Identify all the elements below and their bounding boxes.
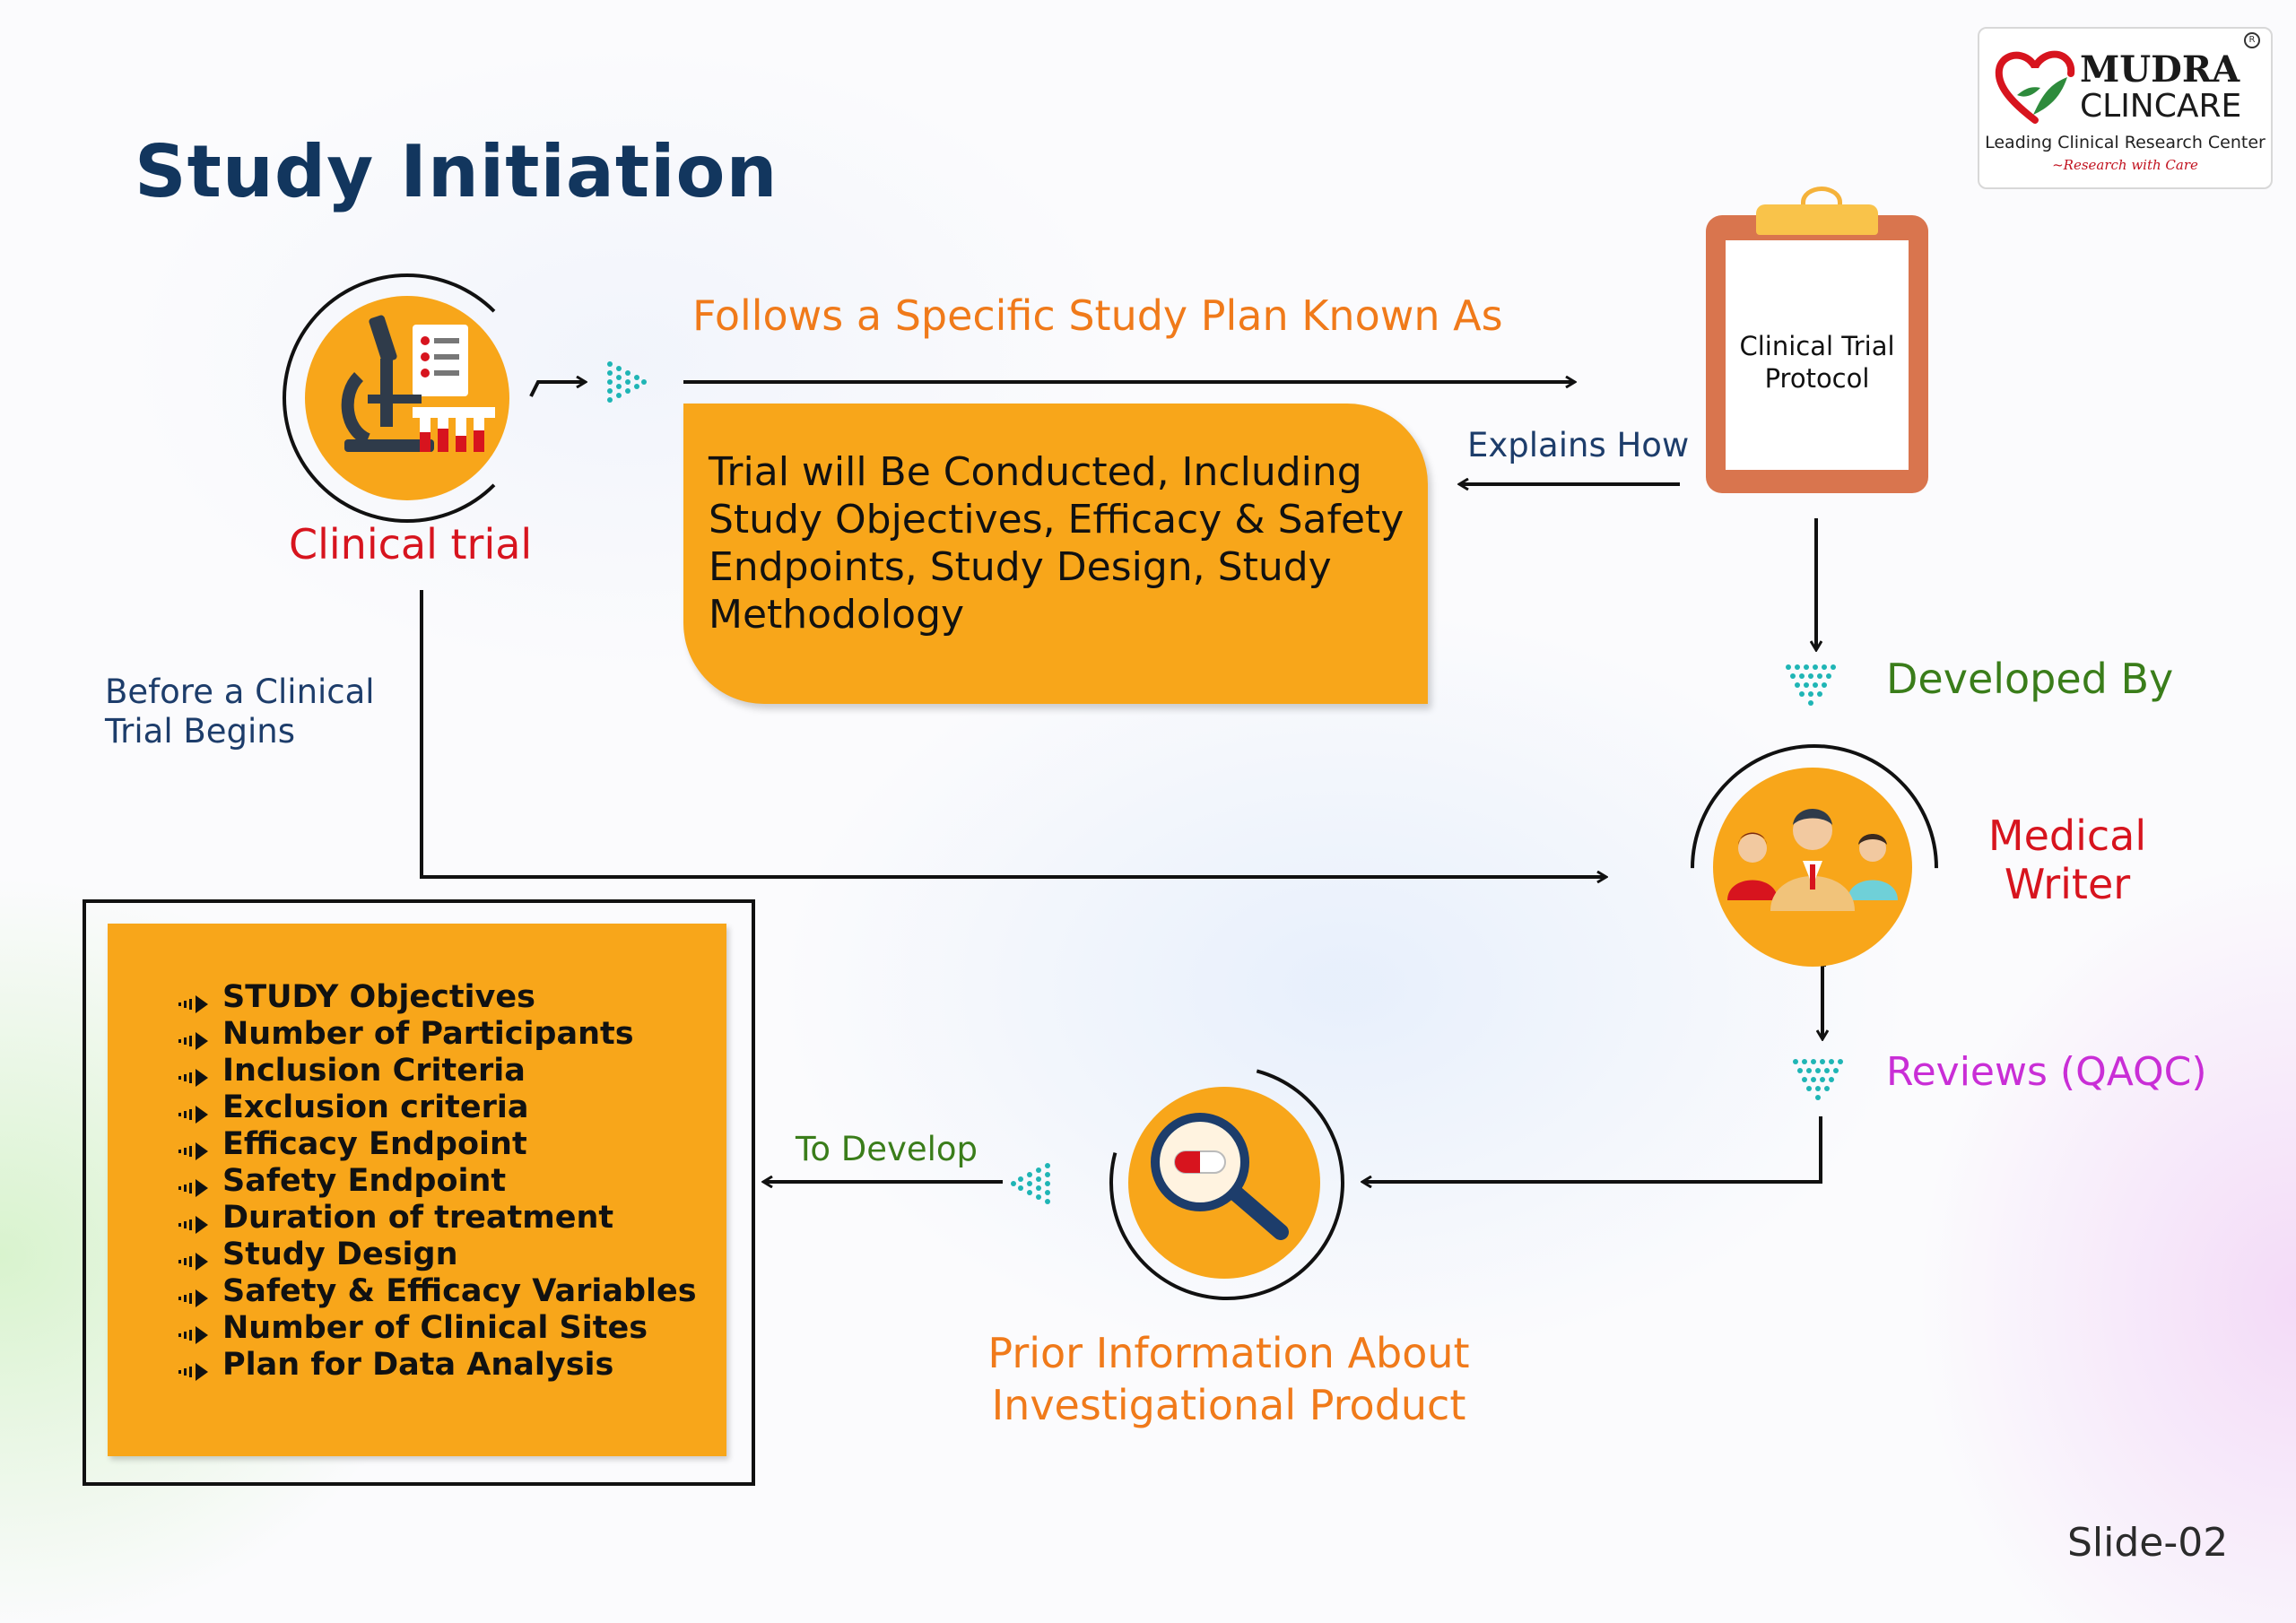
list-item-text: Exclusion criteria	[222, 1089, 529, 1125]
reviews-arrow	[1363, 1116, 1822, 1182]
clipboard-clip	[1756, 204, 1878, 235]
arrow-bullet-icon	[178, 1245, 210, 1271]
clinical-trial-ring	[283, 273, 532, 523]
list-item: Safety & Efficacy Variables	[178, 1273, 697, 1310]
clinical-trial-label: Clinical trial	[289, 520, 533, 568]
list-item: Number of Participants	[178, 1016, 697, 1053]
list-item-text: Study Design	[222, 1237, 458, 1272]
protocol-label: Clinical Trial Protocol	[1739, 331, 1895, 394]
list-item-text: STUDY Objectives	[222, 979, 535, 1015]
lab-microscope-icon	[341, 315, 495, 452]
list-item-text: Safety & Efficacy Variables	[222, 1273, 697, 1309]
trial-conduct-callout: Trial will Be Conducted, Including Study…	[683, 404, 1428, 704]
arrow-bullet-icon	[178, 1355, 210, 1381]
clipboard-paper: Clinical Trial Protocol	[1726, 240, 1909, 470]
reviews-qaqc-label: Reviews (QAQC)	[1886, 1049, 2207, 1095]
before-trial-label: Before a Clinical Trial Begins	[105, 673, 375, 751]
arrow-bullet-icon	[178, 1208, 210, 1234]
list-item: Efficacy Endpoint	[178, 1126, 697, 1163]
list-item: STUDY Objectives	[178, 979, 697, 1016]
dotted-arrow-icon	[607, 361, 647, 403]
list-item-text: Efficacy Endpoint	[222, 1126, 527, 1162]
list-item: Study Design	[178, 1237, 697, 1273]
list-item-text: Number of Participants	[222, 1016, 634, 1052]
arrow-bullet-icon	[178, 1098, 210, 1124]
slide-number: Slide-02	[2067, 1520, 2229, 1566]
logo-name: MUDRA	[2080, 48, 2240, 91]
prior-info-node	[1128, 1087, 1320, 1279]
dotted-arrow-icon	[1011, 1163, 1050, 1204]
list-item-text: Duration of treatment	[222, 1200, 614, 1236]
arrow-bullet-icon	[178, 1171, 210, 1197]
dotted-arrow-icon	[1786, 664, 1836, 706]
arrow-bullet-icon	[178, 1061, 210, 1087]
registered-mark-icon: R	[2244, 32, 2260, 48]
heart-leaf-logo-icon	[1995, 50, 2075, 124]
page-title: Study Initiation	[135, 130, 778, 213]
list-item-text: Inclusion Criteria	[222, 1053, 526, 1089]
logo-motto: ~Research with Care	[2052, 157, 2198, 173]
developed-by-label: Developed By	[1886, 655, 2174, 703]
list-item-text: Number of Clinical Sites	[222, 1310, 648, 1346]
list-item-text: Plan for Data Analysis	[222, 1347, 614, 1383]
dotted-arrow-icon	[1793, 1059, 1843, 1100]
to-develop-label: To Develop	[796, 1130, 978, 1168]
list-item: Exclusion criteria	[178, 1089, 697, 1126]
team-people-icon	[1727, 809, 1898, 911]
brand-logo: MUDRA CLINCARE Leading Clinical Research…	[1978, 27, 2273, 189]
clipboard-icon: Clinical Trial Protocol	[1706, 215, 1928, 493]
callout-text: Trial will Be Conducted, Including Study…	[709, 449, 1405, 638]
logo-tagline: Leading Clinical Research Center	[1985, 133, 2266, 152]
arrow-bullet-icon	[178, 1134, 210, 1160]
medical-writer-node	[1713, 768, 1912, 967]
list-item: Inclusion Criteria	[178, 1053, 697, 1089]
protocol-contents-frame	[83, 899, 755, 1486]
before-trial-arrow	[420, 590, 1605, 877]
arrow-bullet-icon	[178, 987, 210, 1013]
medical-writer-label: Medical Writer	[1987, 812, 2147, 908]
list-item: Number of Clinical Sites	[178, 1310, 697, 1347]
clinical-trial-node	[305, 296, 509, 500]
list-item-text: Safety Endpoint	[222, 1163, 507, 1199]
arrow-bullet-icon	[178, 1024, 210, 1050]
list-item: Duration of treatment	[178, 1200, 697, 1237]
arrow-bullet-icon	[178, 1281, 210, 1307]
clipboard-clip-ring	[1801, 187, 1842, 218]
magnifier-capsule-icon	[1151, 1113, 1289, 1240]
follows-label: Follows a Specific Study Plan Known As	[692, 291, 1503, 340]
trial-exit-arrow	[529, 382, 585, 397]
explains-how-label: Explains How	[1467, 426, 1690, 464]
prior-info-label: Prior Information About Investigational …	[987, 1329, 1470, 1429]
list-item: Safety Endpoint	[178, 1163, 697, 1200]
arrow-bullet-icon	[178, 1318, 210, 1344]
logo-sub: CLINCARE	[2080, 88, 2242, 125]
list-item: Plan for Data Analysis	[178, 1347, 697, 1384]
